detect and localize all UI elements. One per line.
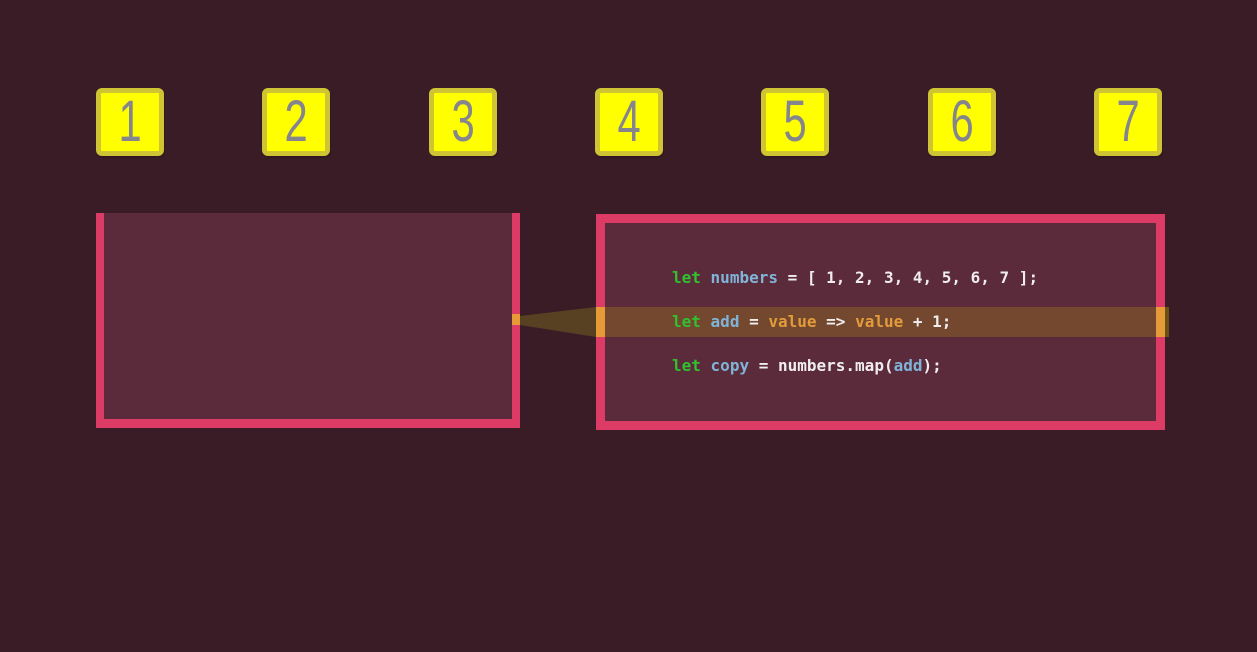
code-token: value xyxy=(768,312,817,331)
code-lines: let numbers = [ 1, 2, 3, 4, 5, 6, 7 ];le… xyxy=(672,256,1038,388)
code-token: = [ 1, 2, 3, 4, 5, 6, 7 ]; xyxy=(777,268,1039,287)
highlight-marker-right xyxy=(1156,307,1165,337)
code-token: copy xyxy=(710,356,750,375)
tile-number: 7 xyxy=(1116,89,1140,154)
code-token: numbers.map( xyxy=(777,356,894,375)
code-token: add xyxy=(710,312,740,331)
highlight-marker-left xyxy=(596,307,605,337)
tile-number: 2 xyxy=(284,89,308,154)
code-token: numbers xyxy=(710,268,778,287)
code-token: => xyxy=(816,312,856,331)
tile-number: 1 xyxy=(118,89,142,154)
code-line-3: let copy = numbers.map(add); xyxy=(672,344,1038,388)
code-token: = xyxy=(749,356,778,375)
connector-beam-shape xyxy=(520,307,596,337)
tile-number: 6 xyxy=(950,89,974,154)
array-tile-4: 4 xyxy=(594,88,663,156)
array-tile-3: 3 xyxy=(428,88,497,156)
array-tiles-row: 1 2 3 4 5 6 7 xyxy=(96,88,1162,156)
code-token: add xyxy=(893,356,923,375)
tile-number: 4 xyxy=(617,89,641,154)
highlight-band xyxy=(605,307,1156,337)
code-line-2: let add = value => value + 1; xyxy=(672,300,1038,344)
tile-number: 5 xyxy=(783,89,807,154)
code-token xyxy=(701,356,711,375)
array-tile-1: 1 xyxy=(96,88,164,156)
code-line-1: let numbers = [ 1, 2, 3, 4, 5, 6, 7 ]; xyxy=(672,256,1038,300)
code-token: let xyxy=(672,356,701,375)
array-tile-7: 7 xyxy=(1093,88,1162,156)
code-token: ); xyxy=(922,356,942,375)
code-token: let xyxy=(672,312,701,331)
result-box xyxy=(96,213,520,428)
array-tile-5: 5 xyxy=(761,88,830,156)
code-token: value xyxy=(855,312,904,331)
array-tile-6: 6 xyxy=(927,88,996,156)
tile-number: 3 xyxy=(451,89,475,154)
array-tile-2: 2 xyxy=(262,88,331,156)
code-token: let xyxy=(672,268,701,287)
highlight-stub-right xyxy=(1165,307,1169,337)
code-token: + 1; xyxy=(903,312,952,331)
code-token xyxy=(701,312,711,331)
code-token: = xyxy=(739,312,769,331)
code-token xyxy=(701,268,711,287)
